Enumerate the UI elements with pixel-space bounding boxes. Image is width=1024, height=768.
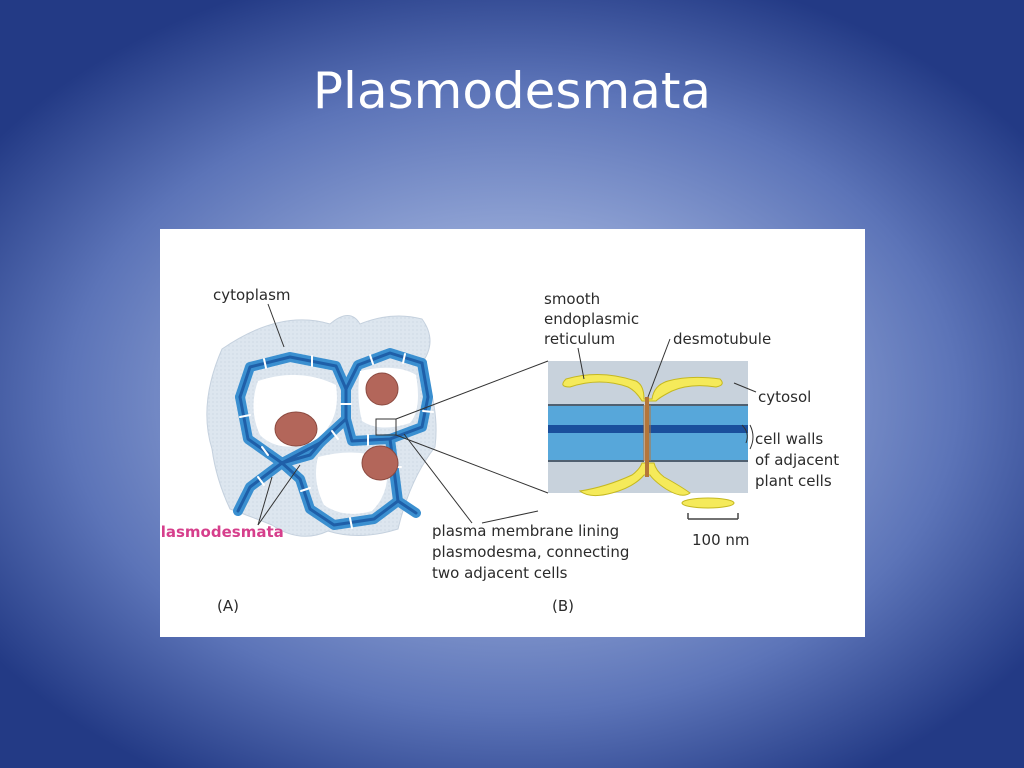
nuclei xyxy=(274,372,399,481)
cellwall-label-line1: cell walls xyxy=(755,430,823,448)
plasmodesmata-diagram: cytoplasm plasmodesmata (A) smooth endop… xyxy=(160,286,839,615)
ser-label-line1: smooth xyxy=(544,290,600,308)
zoom-box xyxy=(375,418,397,436)
slide-title: Plasmodesmata xyxy=(312,62,712,120)
connector-lines xyxy=(257,303,757,526)
scale-label: 100 nm xyxy=(692,531,750,549)
plasmodesma-detail-b xyxy=(548,361,748,509)
membrane-label-line2: plasmodesma, connecting xyxy=(432,543,629,561)
cytoplasm-label: cytoplasm xyxy=(213,286,291,304)
panel-b-label: (B) xyxy=(552,597,574,615)
desmotubule-label: desmotubule xyxy=(673,330,771,348)
cytosol-label: cytosol xyxy=(758,388,811,406)
cellwall-label-line2: of adjacent xyxy=(755,451,839,469)
membrane-label-line1: plasma membrane lining xyxy=(432,522,619,540)
plasmodesmata-label: plasmodesmata xyxy=(160,523,284,541)
figure-panel: cytoplasm plasmodesmata (A) smooth endop… xyxy=(160,229,865,637)
cellwall-label-line3: plant cells xyxy=(755,472,832,490)
cell-cluster-a xyxy=(206,315,437,537)
ser-label-line2: endoplasmic xyxy=(544,310,639,328)
er-fragment xyxy=(681,497,735,509)
er-lower xyxy=(578,462,691,497)
scale-bar xyxy=(687,513,739,520)
membrane-label-line3: two adjacent cells xyxy=(432,564,568,582)
desmotubule xyxy=(645,397,649,477)
ser-label-line3: reticulum xyxy=(544,330,615,348)
er-upper xyxy=(562,373,723,402)
panel-a-label: (A) xyxy=(217,597,239,615)
cell-wall-network xyxy=(233,348,434,530)
